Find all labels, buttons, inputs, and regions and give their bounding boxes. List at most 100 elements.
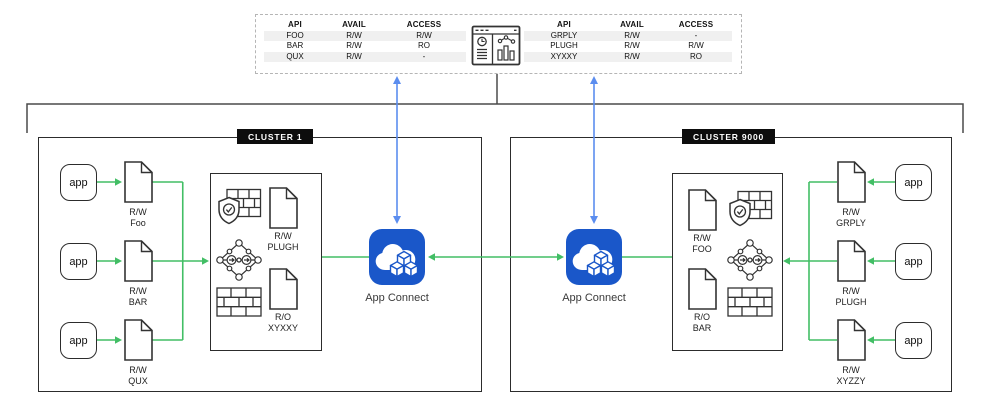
doc-perm: R/O <box>693 312 710 322</box>
app-node: app <box>895 322 932 359</box>
doc-label: R/W Foo <box>98 207 178 228</box>
cell-api: GRPLY <box>550 30 578 40</box>
doc-name: FOO <box>692 243 712 254</box>
firewall-shield-icon <box>729 190 773 227</box>
doc-perm: R/O <box>274 312 291 322</box>
doc-name: XYXXY <box>267 322 298 333</box>
doc-perm: R/W <box>693 233 711 243</box>
cell-api: XYXXY <box>550 51 578 61</box>
document-icon <box>688 189 717 231</box>
firewall-bricks-icon <box>727 287 773 317</box>
firewall-shield-icon <box>218 188 262 225</box>
cell-api: QUX <box>286 51 304 61</box>
doc-label: R/W FOO <box>662 233 742 254</box>
doc-label: R/W BAR <box>98 286 178 307</box>
doc-perm: R/W <box>842 207 860 217</box>
cell-access: - <box>694 30 698 40</box>
doc-label: R/W PLUGH <box>811 286 891 307</box>
doc-name: GRPLY <box>836 217 866 228</box>
app-node: app <box>60 164 97 201</box>
doc-label: R/W XYZZY <box>811 365 891 386</box>
doc-name: Foo <box>130 217 146 228</box>
app-label: app <box>904 255 923 268</box>
app-label: app <box>69 255 88 268</box>
app-node: app <box>60 322 97 359</box>
table-row: XYXXY R/W RO <box>524 51 732 62</box>
app-node: app <box>895 243 932 280</box>
cell-avail: R/W <box>346 41 362 50</box>
doc-perm: R/W <box>129 207 147 217</box>
cell-avail: R/W <box>346 30 362 40</box>
cell-avail: R/W <box>624 51 640 61</box>
table-row: FOO R/W R/W <box>264 30 466 41</box>
cell-access: - <box>422 51 426 61</box>
app-label: app <box>69 334 88 347</box>
app-node: app <box>60 243 97 280</box>
cell-access: R/W <box>688 41 704 50</box>
table-row: QUX R/W - <box>264 51 466 62</box>
doc-name: PLUGH <box>835 296 867 307</box>
document-icon <box>837 240 866 282</box>
app-label: app <box>69 176 88 189</box>
cell-api: PLUGH <box>550 41 578 50</box>
app-connect-icon <box>369 229 425 285</box>
table-row: BAR R/W RO <box>264 41 466 52</box>
app-label: app <box>904 334 923 347</box>
doc-perm: R/W <box>129 365 147 375</box>
doc-label: R/O XYXXY <box>243 312 323 333</box>
app-connect-label: App Connect <box>562 292 626 304</box>
cluster2-label: CLUSTER 9000 <box>682 129 776 144</box>
app-connect-label: App Connect <box>365 292 429 304</box>
api-table-right: API AVAIL ACCESS GRPLY R/W - PLUGH R/W R… <box>524 20 732 62</box>
doc-perm: R/W <box>129 286 147 296</box>
table-header-row: API AVAIL ACCESS <box>264 20 466 31</box>
doc-label: R/W PLUGH <box>243 231 323 252</box>
bracket-line <box>26 72 964 133</box>
doc-label: R/W QUX <box>98 365 178 386</box>
document-icon <box>837 319 866 361</box>
table-header-row: API AVAIL ACCESS <box>524 20 732 31</box>
col-header-api: API <box>288 20 302 29</box>
col-header-avail: AVAIL <box>620 20 644 29</box>
col-header-api: API <box>557 20 571 29</box>
document-icon <box>124 240 153 282</box>
doc-perm: R/W <box>274 231 292 241</box>
doc-perm: R/W <box>842 286 860 296</box>
cell-api: FOO <box>286 30 304 40</box>
document-icon <box>124 319 153 361</box>
document-icon <box>688 268 717 310</box>
monitoring-panel: API AVAIL ACCESS FOO R/W R/W BAR R/W RO … <box>255 14 742 74</box>
document-icon <box>269 268 298 310</box>
document-icon <box>124 161 153 203</box>
doc-name: XYZZY <box>836 375 866 386</box>
app-node: app <box>895 164 932 201</box>
api-table-left: API AVAIL ACCESS FOO R/W R/W BAR R/W RO … <box>264 20 466 62</box>
doc-label: R/W GRPLY <box>811 207 891 228</box>
document-icon <box>837 161 866 203</box>
cell-avail: R/W <box>624 30 640 40</box>
mesh-network-icon <box>216 239 262 281</box>
mesh-network-icon <box>727 239 773 281</box>
doc-perm: R/W <box>842 365 860 375</box>
table-row: PLUGH R/W R/W <box>524 41 732 52</box>
cluster1-label: CLUSTER 1 <box>237 129 314 144</box>
doc-name: PLUGH <box>267 241 299 252</box>
cell-access: R/W <box>416 30 432 40</box>
dashboard-monitor-icon <box>471 25 521 66</box>
cell-avail: R/W <box>346 51 362 61</box>
doc-name: BAR <box>692 322 712 333</box>
document-icon <box>269 187 298 229</box>
col-header-access: ACCESS <box>678 20 714 29</box>
firewall-bricks-icon <box>216 287 262 317</box>
doc-label: R/O BAR <box>662 312 742 333</box>
col-header-avail: AVAIL <box>342 20 366 29</box>
app-label: app <box>904 176 923 189</box>
cell-access: RO <box>690 51 702 61</box>
col-header-access: ACCESS <box>406 20 442 29</box>
cell-api: BAR <box>286 41 304 50</box>
table-row: GRPLY R/W - <box>524 30 732 41</box>
cell-access: RO <box>418 41 430 50</box>
doc-name: BAR <box>128 296 148 307</box>
cell-avail: R/W <box>624 41 640 50</box>
